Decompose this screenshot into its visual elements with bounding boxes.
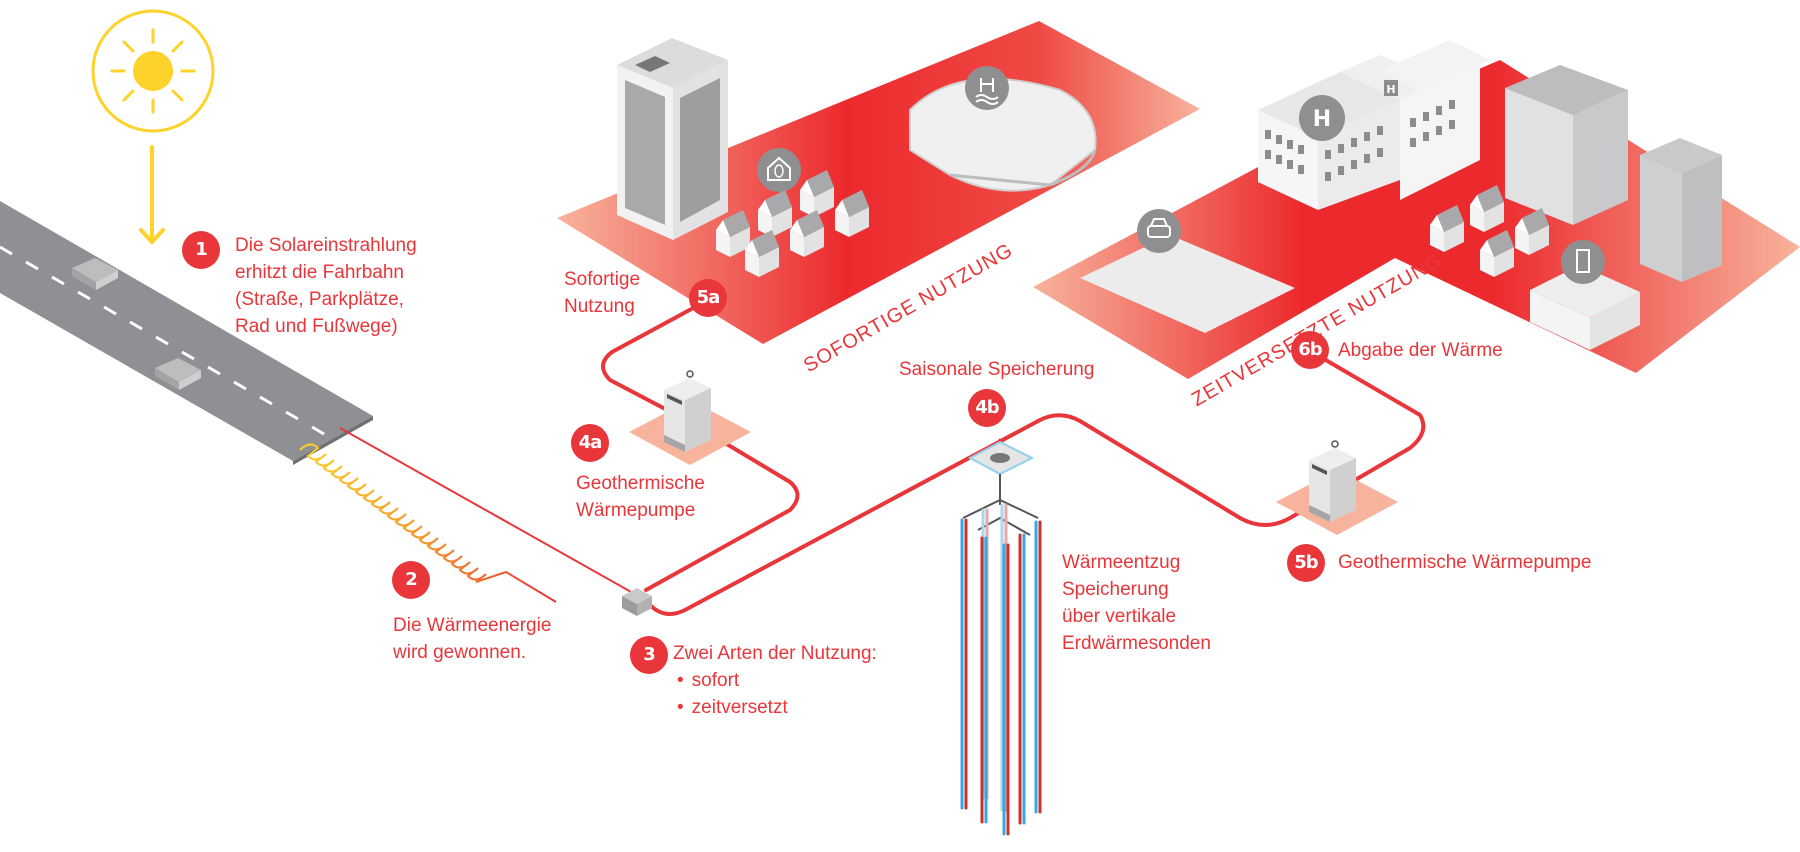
step-badge-4a: 4a xyxy=(571,424,609,462)
houses-group-b xyxy=(1430,185,1549,277)
storage-line: Speicherung xyxy=(1062,579,1169,600)
step-4a-text: Geothermische Wärmepumpe xyxy=(576,470,705,524)
arrow-down-icon xyxy=(139,145,165,244)
step-3-bullet: zeitversetzt xyxy=(677,694,877,721)
house xyxy=(835,190,869,237)
house xyxy=(758,190,792,237)
svg-text:H: H xyxy=(1313,107,1331,132)
house xyxy=(790,210,824,257)
step-2-line: Die Wärmeenergie xyxy=(393,615,552,636)
apartment-building xyxy=(1505,65,1628,225)
step-badge-5b: 5b xyxy=(1287,544,1325,582)
houses-group-a xyxy=(716,170,869,277)
step-badge-2: 2 xyxy=(392,561,430,599)
step-badge-5a: 5a xyxy=(689,279,727,317)
junction-box xyxy=(622,588,652,616)
house xyxy=(716,210,750,257)
parking-lot xyxy=(1080,235,1295,333)
sun-icon xyxy=(91,9,215,133)
probe-pipes xyxy=(960,503,1042,836)
heat-pump-5b xyxy=(1276,440,1398,535)
step-1-line: Die Solareinstrahlung xyxy=(235,235,417,256)
svg-text:H: H xyxy=(1386,83,1395,96)
step-6b-text: Abgabe der Wärme xyxy=(1338,337,1503,364)
step-1-line: erhitzt die Fahrbahn xyxy=(235,262,404,283)
step-1-line: (Straße, Parkplätze, xyxy=(235,289,404,310)
step-badge-6b: 6b xyxy=(1291,331,1329,369)
step-badge-3: 3 xyxy=(630,636,668,674)
office-tower-solar xyxy=(617,38,728,240)
house xyxy=(1515,208,1549,255)
eco-house-icon xyxy=(757,148,801,192)
step-2-text: Die Wärmeenergie wird gewonnen. xyxy=(393,612,551,666)
step-2-line: wird gewonnen. xyxy=(393,642,527,663)
step-4a-line: Geothermische xyxy=(576,473,705,494)
house xyxy=(745,230,779,277)
road xyxy=(0,201,373,465)
storage-line: Erdwärmesonden xyxy=(1062,633,1211,654)
swimming-pool-icon xyxy=(965,66,1009,110)
house xyxy=(1430,205,1464,252)
step-5b-text: Geothermische Wärmepumpe xyxy=(1338,549,1591,576)
storage-line: über vertikale xyxy=(1062,606,1177,627)
step-4a-line: Wärmepumpe xyxy=(576,500,696,521)
car-icon xyxy=(155,358,201,390)
probe-manifold xyxy=(962,498,1039,536)
house xyxy=(800,170,834,217)
borehole-storage xyxy=(960,440,1042,836)
step-5a-line: Nutzung xyxy=(564,296,635,317)
step-5a-line: Sofortige xyxy=(564,269,641,290)
car-icon xyxy=(1137,209,1181,253)
step-badge-1: 1 xyxy=(182,231,220,269)
step-badge-4b: 4b xyxy=(968,389,1006,427)
house xyxy=(1480,230,1514,277)
hospital-sign-icon: H xyxy=(1384,80,1398,96)
house xyxy=(1470,185,1504,232)
step-1-text: Die Solareinstrahlung erhitzt die Fahrba… xyxy=(235,232,417,340)
step-3-title: Zwei Arten der Nutzung: xyxy=(673,643,877,664)
step-5b-line: Geothermische Wärmepumpe xyxy=(1338,552,1592,573)
step-3-text: Zwei Arten der Nutzung: sofort zeitverse… xyxy=(673,640,877,721)
hospital-icon: H xyxy=(1299,95,1345,141)
heat-collector-coil xyxy=(299,427,641,603)
step-6b-line: Abgabe der Wärme xyxy=(1338,340,1503,361)
step-3-bullet: sofort xyxy=(677,667,877,694)
step-5a-text: Sofortige Nutzung xyxy=(564,266,640,320)
school-building xyxy=(1530,265,1640,350)
high-rise-building xyxy=(1640,138,1722,282)
step-4b-line: Saisonale Speicherung xyxy=(899,359,1095,380)
step-1-line: Rad und Fußwege) xyxy=(235,316,398,337)
car-icon xyxy=(72,258,118,290)
storage-description: Wärmeentzug Speicherung über vertikale E… xyxy=(1062,549,1211,657)
heat-pump-4a xyxy=(629,370,751,465)
office-building-icon xyxy=(1561,240,1605,284)
storage-line: Wärmeentzug xyxy=(1062,552,1181,573)
step-4b-text: Saisonale Speicherung xyxy=(899,356,1094,383)
